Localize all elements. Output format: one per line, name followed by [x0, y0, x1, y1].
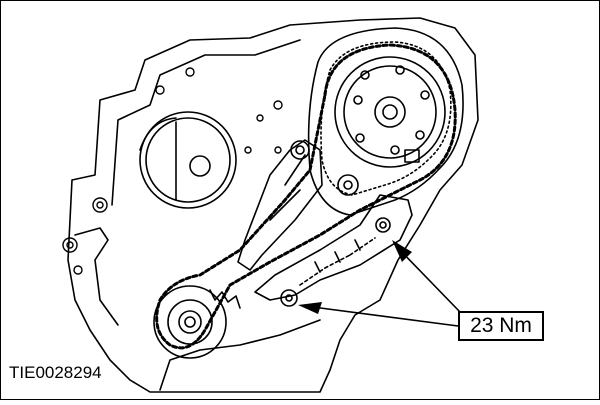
rail-bolt-upper: [375, 217, 391, 233]
tensioner-rail: [254, 194, 413, 301]
engine-block-outline: [67, 17, 479, 393]
block-lower-edge: [159, 319, 321, 391]
arrowhead-lower: [298, 302, 322, 314]
torque-label: 23 Nm: [470, 314, 532, 337]
rail-bolt-lower: [280, 289, 298, 307]
block-left-rib: [74, 227, 119, 326]
timing-chain: [155, 43, 457, 350]
arrowhead-upper: [392, 240, 412, 262]
chain-guide-rail: [237, 139, 323, 271]
crankshaft-sprocket: [153, 285, 241, 359]
cylinder-bore: [139, 111, 237, 209]
block-bolts: [62, 67, 283, 275]
block-inner-edge: [111, 39, 301, 206]
leader-line-lower: [304, 305, 459, 327]
figure-id: TIE0028294: [6, 362, 105, 384]
torque-callout: 23 Nm: [458, 311, 544, 341]
